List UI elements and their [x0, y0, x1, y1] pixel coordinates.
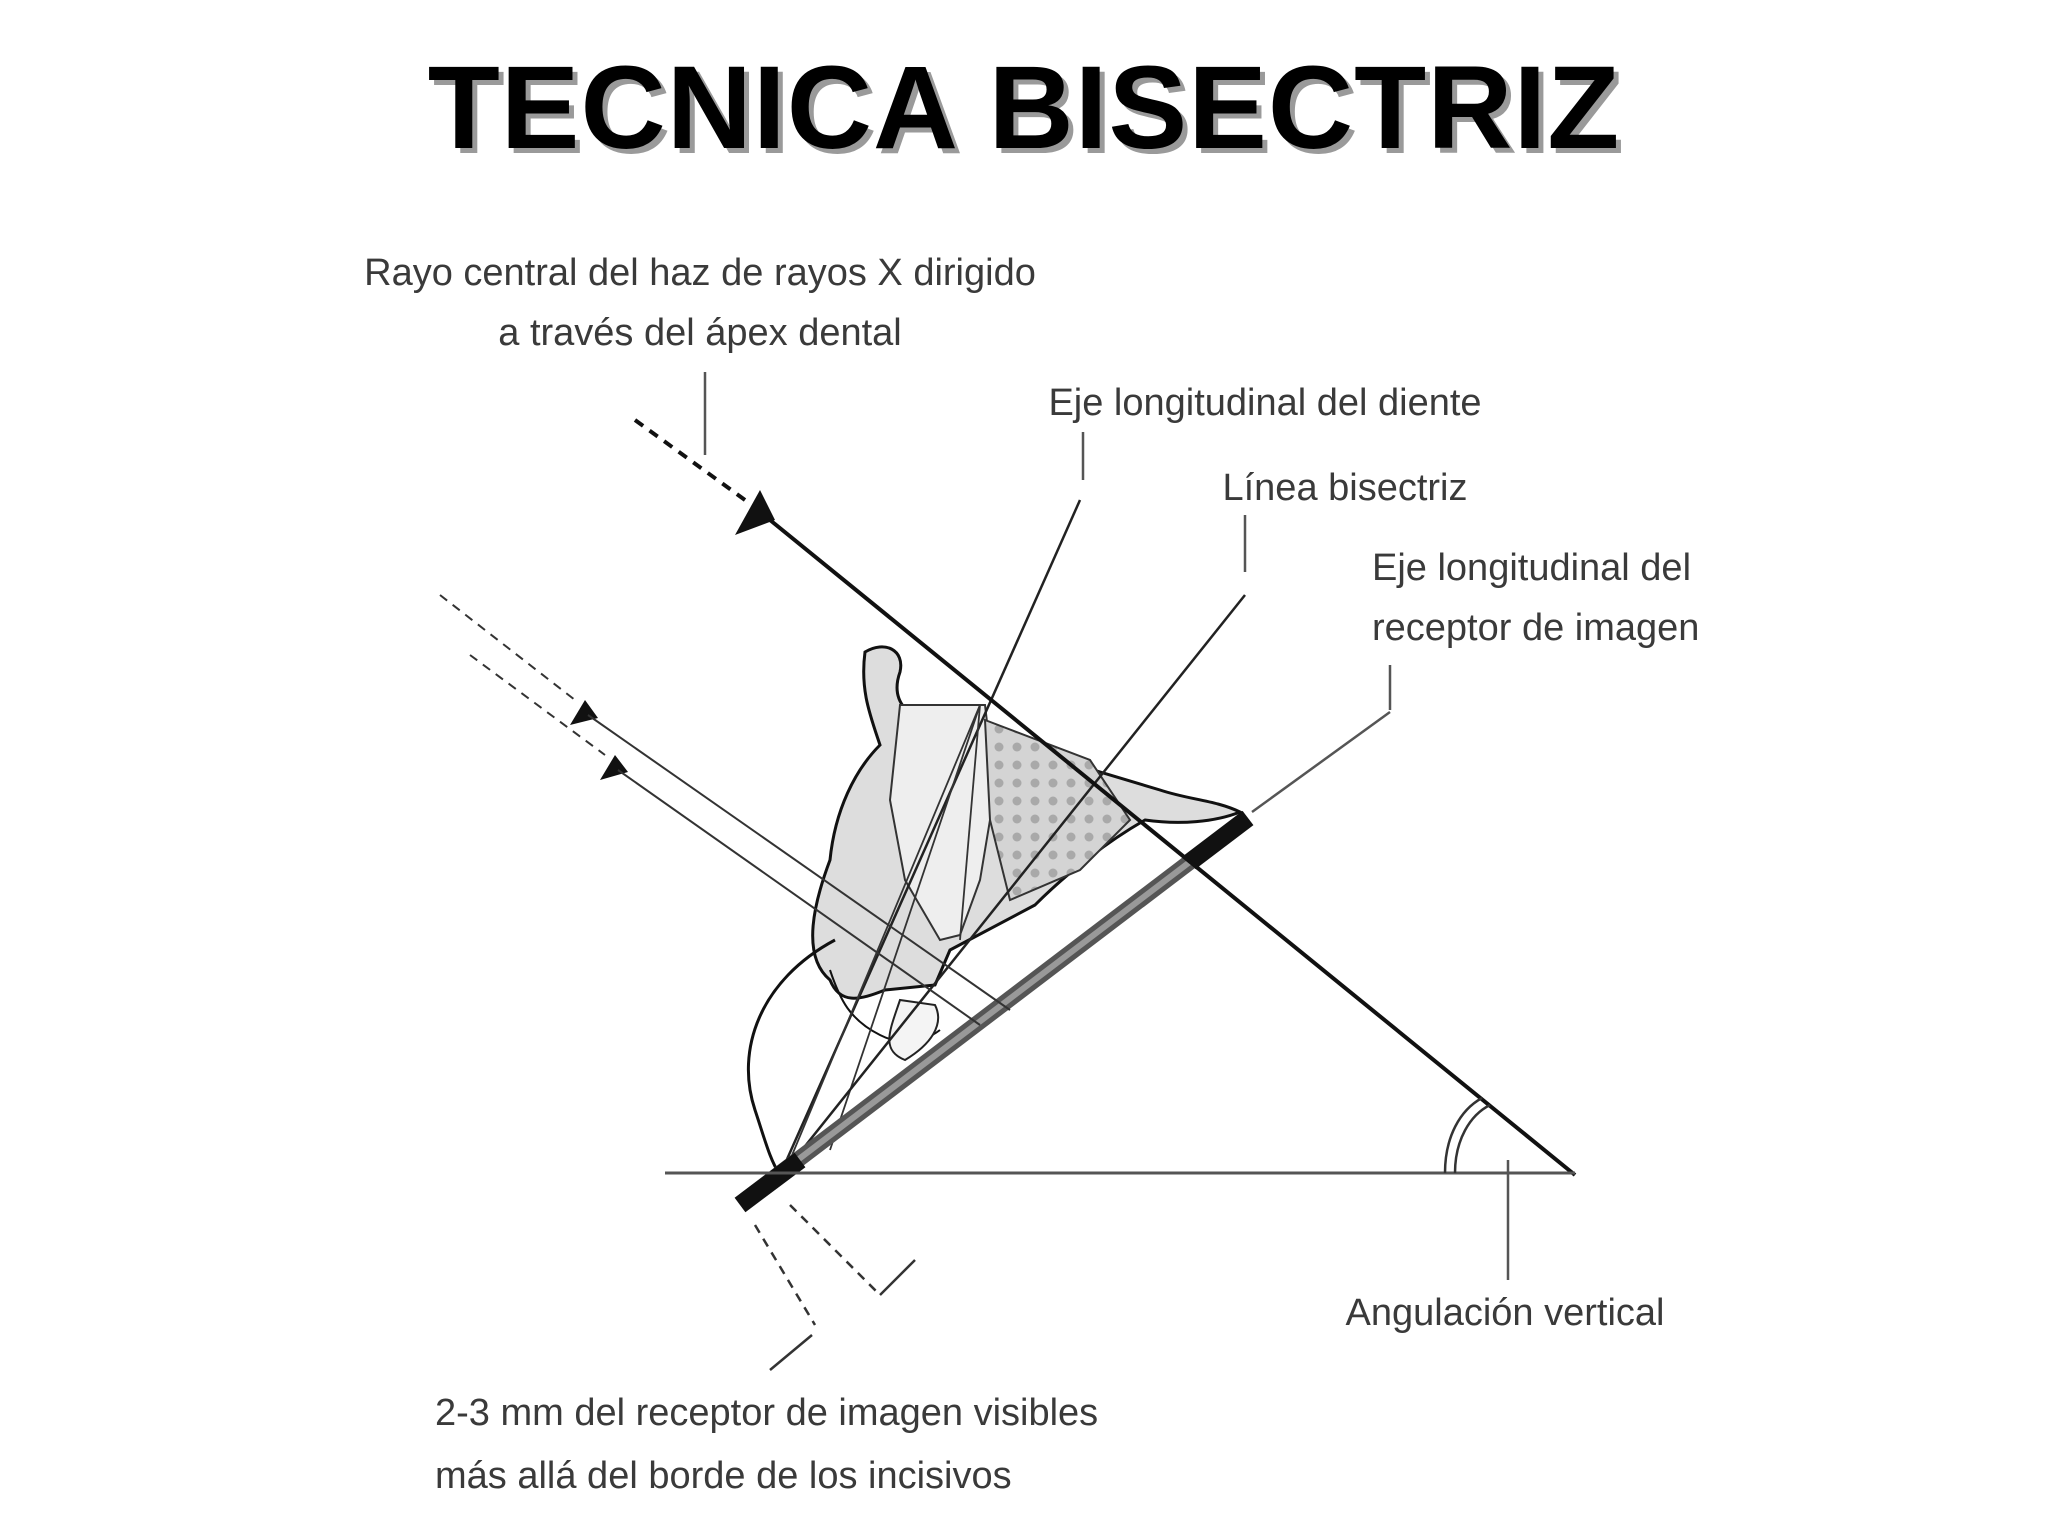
central-ray-label-1: Rayo central del haz de rayos X dirigido — [364, 252, 1036, 294]
central-ray-arrowhead — [735, 490, 775, 535]
margin-dash-2 — [789, 1204, 881, 1296]
image-receptor — [734, 810, 1254, 1213]
tooth-axis-inner-3 — [959, 704, 981, 941]
tooth-axis-inner-1 — [789, 704, 981, 1161]
bisector-label: Línea bisectriz — [1222, 467, 1467, 509]
tooth-axis-label: Eje longitudinal del diente — [1048, 382, 1481, 424]
central-ray — [633, 418, 1577, 1177]
angulation-arc — [1453, 1103, 1491, 1174]
secondary-rays — [439, 594, 1011, 1026]
margin-label-1: 2-3 mm del receptor de imagen visibles — [435, 1392, 1098, 1434]
margin-arrow-bottom — [769, 1334, 813, 1371]
tooth-outline — [746, 645, 1244, 1176]
ray-2-dashed — [439, 594, 576, 701]
margin-dash-1 — [753, 1224, 817, 1326]
ray-2-line — [587, 714, 1011, 1011]
receptor-end-top — [1184, 810, 1254, 870]
ray-2-arrowhead — [570, 700, 598, 725]
enamel-tip — [888, 998, 940, 1062]
ray-3-dashed — [469, 654, 606, 756]
central-ray-dashed — [633, 418, 747, 502]
central-ray-label-2: a través del ápex dental — [498, 312, 902, 354]
margin-indicator — [753, 1204, 916, 1371]
receptor-axis-label-1: Eje longitudinal del — [1372, 547, 1691, 589]
vertical-angulation-label: Angulación vertical — [1346, 1292, 1665, 1334]
angulation-arc-2 — [1443, 1096, 1483, 1174]
receptor-axis-label-2: receptor de imagen — [1372, 607, 1699, 649]
page-title: TECNICA BISECTRIZ — [427, 42, 1621, 174]
pulp-area — [983, 718, 1132, 902]
tooth-axis-inner-2 — [829, 704, 981, 1151]
margin-arrow-top — [879, 1259, 916, 1296]
ray-3-line — [617, 769, 981, 1026]
receptor-end-bottom — [734, 1152, 806, 1213]
margin-label-2: más allá del borde de los incisivos — [435, 1455, 1012, 1497]
leader-receptor-axis-diag — [1251, 710, 1391, 814]
bisector-line — [789, 594, 1246, 1166]
ray-3-arrowhead — [600, 755, 628, 780]
central-ray-line — [768, 518, 1577, 1177]
receptor-inner — [743, 817, 1247, 1203]
crown-arc — [746, 938, 836, 1176]
